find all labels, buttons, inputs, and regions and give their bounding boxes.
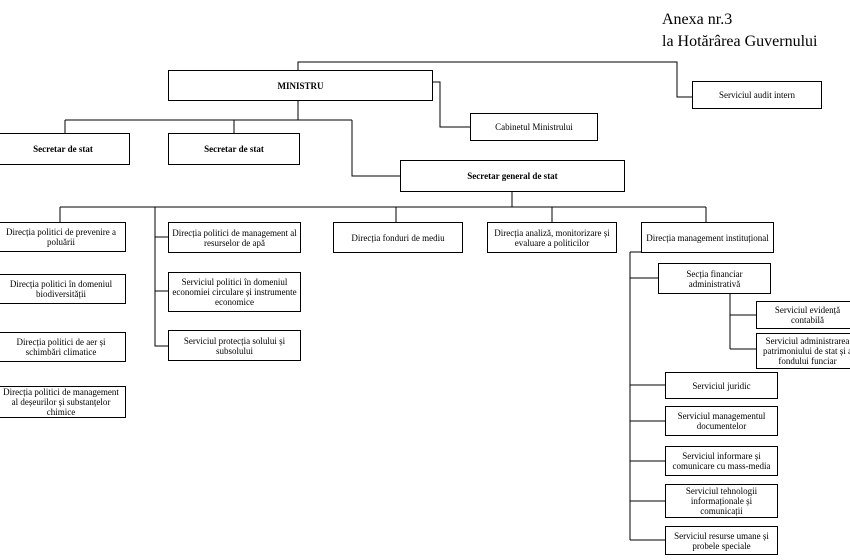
audit-intern-box: Serviciul audit intern	[692, 81, 822, 109]
sectia-financiar-box: Secția financiar administrativă	[658, 263, 771, 294]
serviciul-documente-box: Serviciul managementul documentelor	[665, 406, 778, 436]
secretar-stat-box-2: Secretar de stat	[168, 133, 300, 165]
directia-biodiversitate-box: Direcția politici în domeniul biodiversi…	[0, 274, 126, 304]
directia-management-box: Direcția management instituțional	[641, 222, 774, 253]
serviciul-informare-box: Serviciul informare și comunicare cu mas…	[665, 446, 778, 476]
secretar-stat-box-1: Secretar de stat	[0, 133, 130, 165]
cabinet-ministru-box: Cabinetul Ministrului	[470, 113, 598, 141]
directia-poluare-box: Direcția politici de prevenire a poluări…	[0, 222, 126, 252]
directia-fonduri-box: Direcția fonduri de mediu	[333, 222, 463, 253]
directia-aer-box: Direcția politici de aer și schimbări cl…	[0, 332, 126, 362]
serviciul-tehnologii-box: Serviciul tehnologii informaționale și c…	[665, 484, 778, 518]
directia-apa-box: Direcția politici de management al resur…	[168, 222, 301, 253]
annex-line-1: Anexa nr.3	[662, 11, 733, 28]
serviciul-evidenta-box: Serviciul evidență contabilă	[756, 301, 850, 329]
serviciul-patrimoniu-box: Serviciul administrarea patrimoniului de…	[756, 333, 850, 369]
serviciul-economie-circulara-box: Serviciul politici în domeniul economiei…	[168, 272, 301, 312]
serviciul-juridic-box: Serviciul juridic	[665, 372, 778, 399]
serviciul-protectia-solului-box: Serviciul protecția solului și subsolulu…	[168, 330, 301, 361]
directia-deseuri-box: Direcția politici de management al deșeu…	[0, 386, 126, 418]
directia-analiza-box: Direcția analiză, monitorizare și evalua…	[487, 222, 617, 253]
ministru-box: MINISTRU	[168, 70, 433, 101]
annex-line-2: la Hotărârea Guvernului	[662, 33, 818, 50]
serviciul-resurse-umane-box: Serviciul resurse umane și probele speci…	[665, 526, 778, 555]
secretar-general-box: Secretar general de stat	[400, 160, 625, 192]
